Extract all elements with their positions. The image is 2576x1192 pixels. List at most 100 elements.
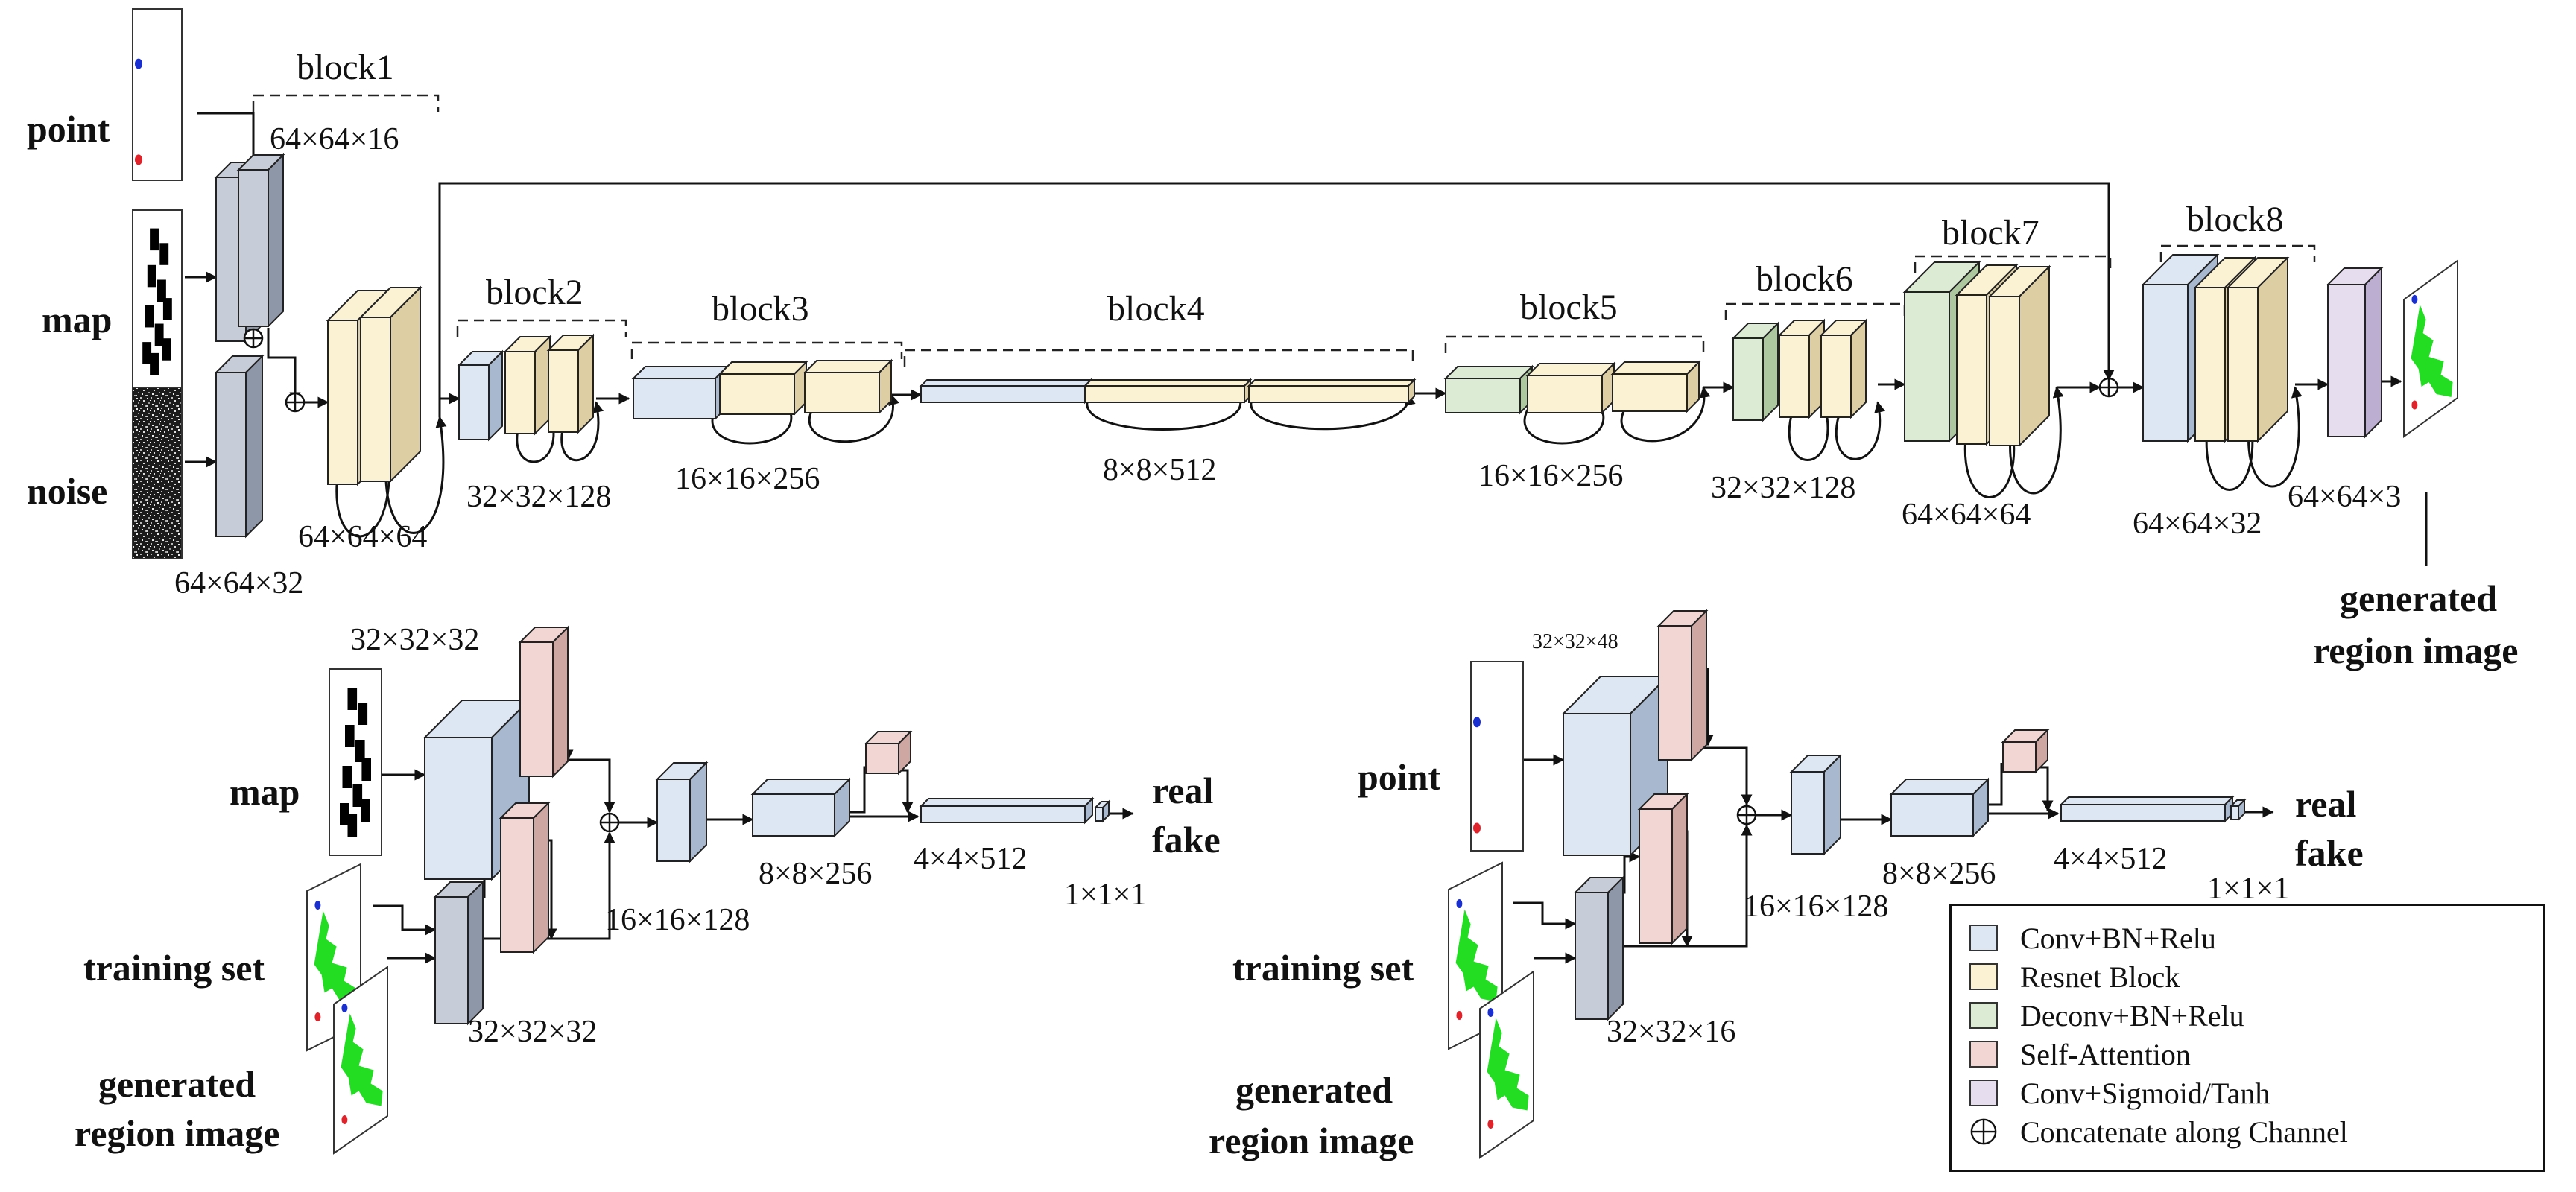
block-label-2: block2 bbox=[486, 273, 583, 312]
concat-icon-1 bbox=[243, 328, 264, 349]
block-front bbox=[504, 351, 536, 434]
d1-training-to-conv-line bbox=[373, 904, 437, 936]
block-front bbox=[360, 317, 391, 482]
d1-conv-3 bbox=[750, 777, 852, 838]
block-side bbox=[577, 333, 594, 434]
block-side bbox=[533, 801, 549, 954]
d1-attention-map bbox=[518, 625, 570, 779]
block-side bbox=[1607, 875, 1624, 1021]
block-side bbox=[2364, 266, 2382, 439]
d2-dim-c: 8×8×256 bbox=[1882, 857, 1996, 891]
block-side bbox=[1823, 753, 1841, 856]
block-side bbox=[1671, 792, 1688, 945]
goal-point-icon bbox=[135, 154, 142, 165]
d1-conv3-up-line bbox=[849, 766, 866, 814]
block-front bbox=[424, 737, 493, 880]
block-front bbox=[920, 385, 1086, 403]
obstacle-block bbox=[162, 338, 171, 361]
block-side bbox=[1850, 318, 1867, 419]
resnet-block6-b bbox=[1819, 318, 1868, 419]
start-point-icon bbox=[1487, 1008, 1494, 1017]
legend-label: Conv+Sigmoid/Tanh bbox=[2020, 1076, 2270, 1110]
legend-swatch-deconv bbox=[1969, 1002, 1998, 1029]
block-label-7: block7 bbox=[1942, 213, 2039, 253]
start-point-icon bbox=[2411, 294, 2418, 304]
conv-sheet-2 bbox=[236, 153, 285, 329]
d1-dim-a: 32×32×32 bbox=[350, 623, 479, 657]
block-front bbox=[434, 896, 469, 1024]
block-side bbox=[2257, 256, 2288, 443]
d2-point-image bbox=[1470, 661, 1524, 852]
obstacle-block bbox=[342, 766, 352, 788]
block-front bbox=[1904, 291, 1950, 442]
d2-conv-3 bbox=[1889, 777, 1990, 838]
concat-icon bbox=[1970, 1118, 1997, 1145]
region-blob bbox=[314, 910, 356, 1004]
block-top bbox=[1247, 379, 1417, 387]
block3-bracket bbox=[630, 341, 903, 359]
block-front bbox=[1890, 793, 1974, 837]
block-front bbox=[1779, 335, 1810, 418]
block1-bracket bbox=[252, 94, 440, 112]
block-top bbox=[2059, 796, 2235, 805]
obstacle-block bbox=[347, 814, 358, 837]
d2-conv3-up-line bbox=[1988, 763, 2003, 806]
point-image bbox=[132, 8, 183, 181]
discriminator1-labels: map training set generated region image … bbox=[75, 623, 1221, 1154]
block7-bracket bbox=[1914, 255, 2112, 273]
region-blob bbox=[1487, 1018, 1529, 1111]
dim-label-11: 64×64×3 bbox=[2288, 480, 2401, 514]
resnet-block2-a bbox=[503, 335, 552, 436]
legend-swatch-sigmoid bbox=[1969, 1080, 1998, 1106]
legend-item-conv: Conv+BN+Relu bbox=[1969, 921, 2216, 955]
dim-label-9: 64×64×64 bbox=[1902, 498, 2031, 532]
block-front bbox=[1791, 771, 1825, 855]
skip-connection-12 bbox=[1835, 401, 1885, 460]
skip-connection-16 bbox=[2247, 386, 2303, 488]
obstacle-block bbox=[145, 305, 154, 328]
d2-training-to-conv-line bbox=[1513, 901, 1577, 930]
obstacle-block bbox=[142, 342, 152, 364]
block-front bbox=[327, 320, 358, 485]
concat-icon-3 bbox=[2098, 377, 2119, 398]
deconv-block5 bbox=[1443, 364, 1534, 415]
block-front bbox=[2194, 287, 2226, 442]
start-point-icon bbox=[314, 901, 321, 910]
layer-blocks bbox=[214, 153, 2384, 1026]
resnet-block5-a bbox=[1525, 361, 1616, 415]
block-side bbox=[390, 285, 421, 484]
d1-input-map: map bbox=[230, 771, 300, 813]
goal-point-icon bbox=[341, 1115, 348, 1124]
resnet-block4-b bbox=[1247, 378, 1417, 405]
block-side bbox=[245, 354, 263, 539]
resnet-block1-b bbox=[358, 285, 423, 484]
d1-dim-d: 4×4×512 bbox=[914, 842, 1027, 876]
legend-swatch-resnet bbox=[1969, 963, 1998, 990]
skip-connection-2 bbox=[384, 416, 447, 534]
d2-dim-b: 16×16×128 bbox=[1744, 890, 1888, 924]
obstacle-block bbox=[355, 740, 365, 762]
d1-input-gen1: generated bbox=[98, 1063, 256, 1105]
block-front bbox=[1639, 808, 1673, 944]
d2-att-small-down-line bbox=[2036, 766, 2054, 812]
d1-dim-c: 8×8×256 bbox=[759, 857, 872, 891]
obstacle-block bbox=[150, 352, 159, 375]
d1-concat-icon bbox=[599, 812, 620, 833]
block-top bbox=[803, 360, 893, 373]
block-front bbox=[2142, 284, 2189, 442]
block-front bbox=[865, 743, 899, 774]
block-front bbox=[1989, 296, 2020, 446]
block-front bbox=[2227, 287, 2259, 442]
d1-conv-final bbox=[1093, 799, 1111, 823]
legend-swatch-conv bbox=[1969, 925, 1998, 951]
input-label-point: point bbox=[27, 108, 110, 150]
skip-connection-8 bbox=[1250, 393, 1416, 431]
block-front bbox=[1658, 625, 1692, 761]
conv-block2 bbox=[457, 349, 504, 442]
block-top bbox=[718, 361, 808, 375]
d1-real: real bbox=[1152, 770, 1213, 811]
resnet-block7-b bbox=[1987, 264, 2051, 448]
conv-block3 bbox=[631, 364, 730, 421]
skip-connection-6 bbox=[808, 393, 900, 443]
block-top bbox=[1525, 363, 1616, 376]
